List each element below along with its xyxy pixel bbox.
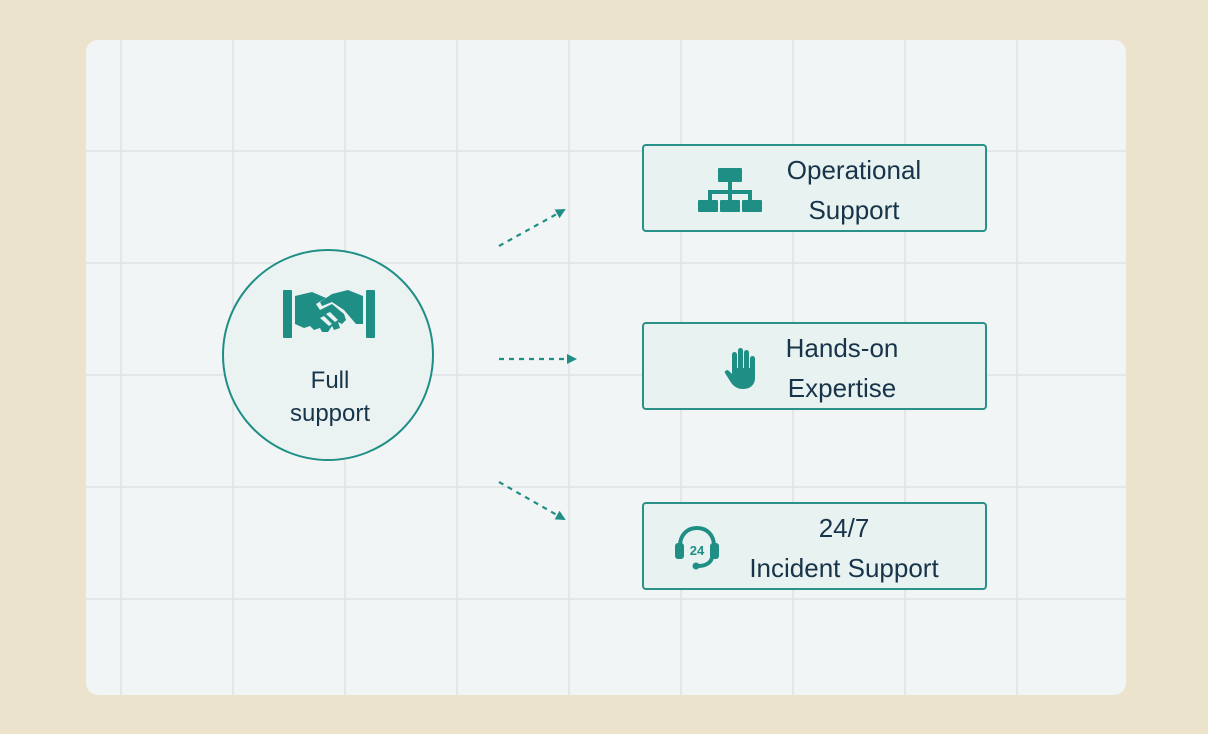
hub-label-line2: support	[289, 400, 371, 427]
card-label-line2: Expertise	[787, 373, 897, 403]
card-label-line2: Incident Support	[749, 553, 939, 583]
card-label-line1: Operational	[786, 155, 922, 185]
hub-label-line1: Full	[310, 367, 350, 394]
card-label-line1: Hands-on	[785, 333, 899, 363]
handshake-icon	[283, 290, 375, 338]
hub-label: Full support	[262, 364, 398, 430]
hand-icon	[724, 348, 755, 389]
svg-text:24: 24	[690, 543, 705, 558]
card-label: Operational Support	[764, 150, 944, 230]
card-label: 24/7 Incident Support	[726, 508, 962, 588]
card-hands-on-expertise: Hands-on Expertise	[642, 322, 987, 410]
card-label: Hands-on Expertise	[762, 328, 922, 408]
card-label-line1: 24/7	[818, 513, 870, 543]
headset-24-icon: 24	[675, 525, 719, 570]
org-chart-icon	[698, 168, 762, 212]
card-operational-support: Operational Support	[642, 144, 987, 232]
card-label-line2: Support	[808, 195, 900, 225]
card-incident-support: 24 24/7 Incident Support	[642, 502, 987, 590]
hub-circle	[222, 249, 434, 461]
